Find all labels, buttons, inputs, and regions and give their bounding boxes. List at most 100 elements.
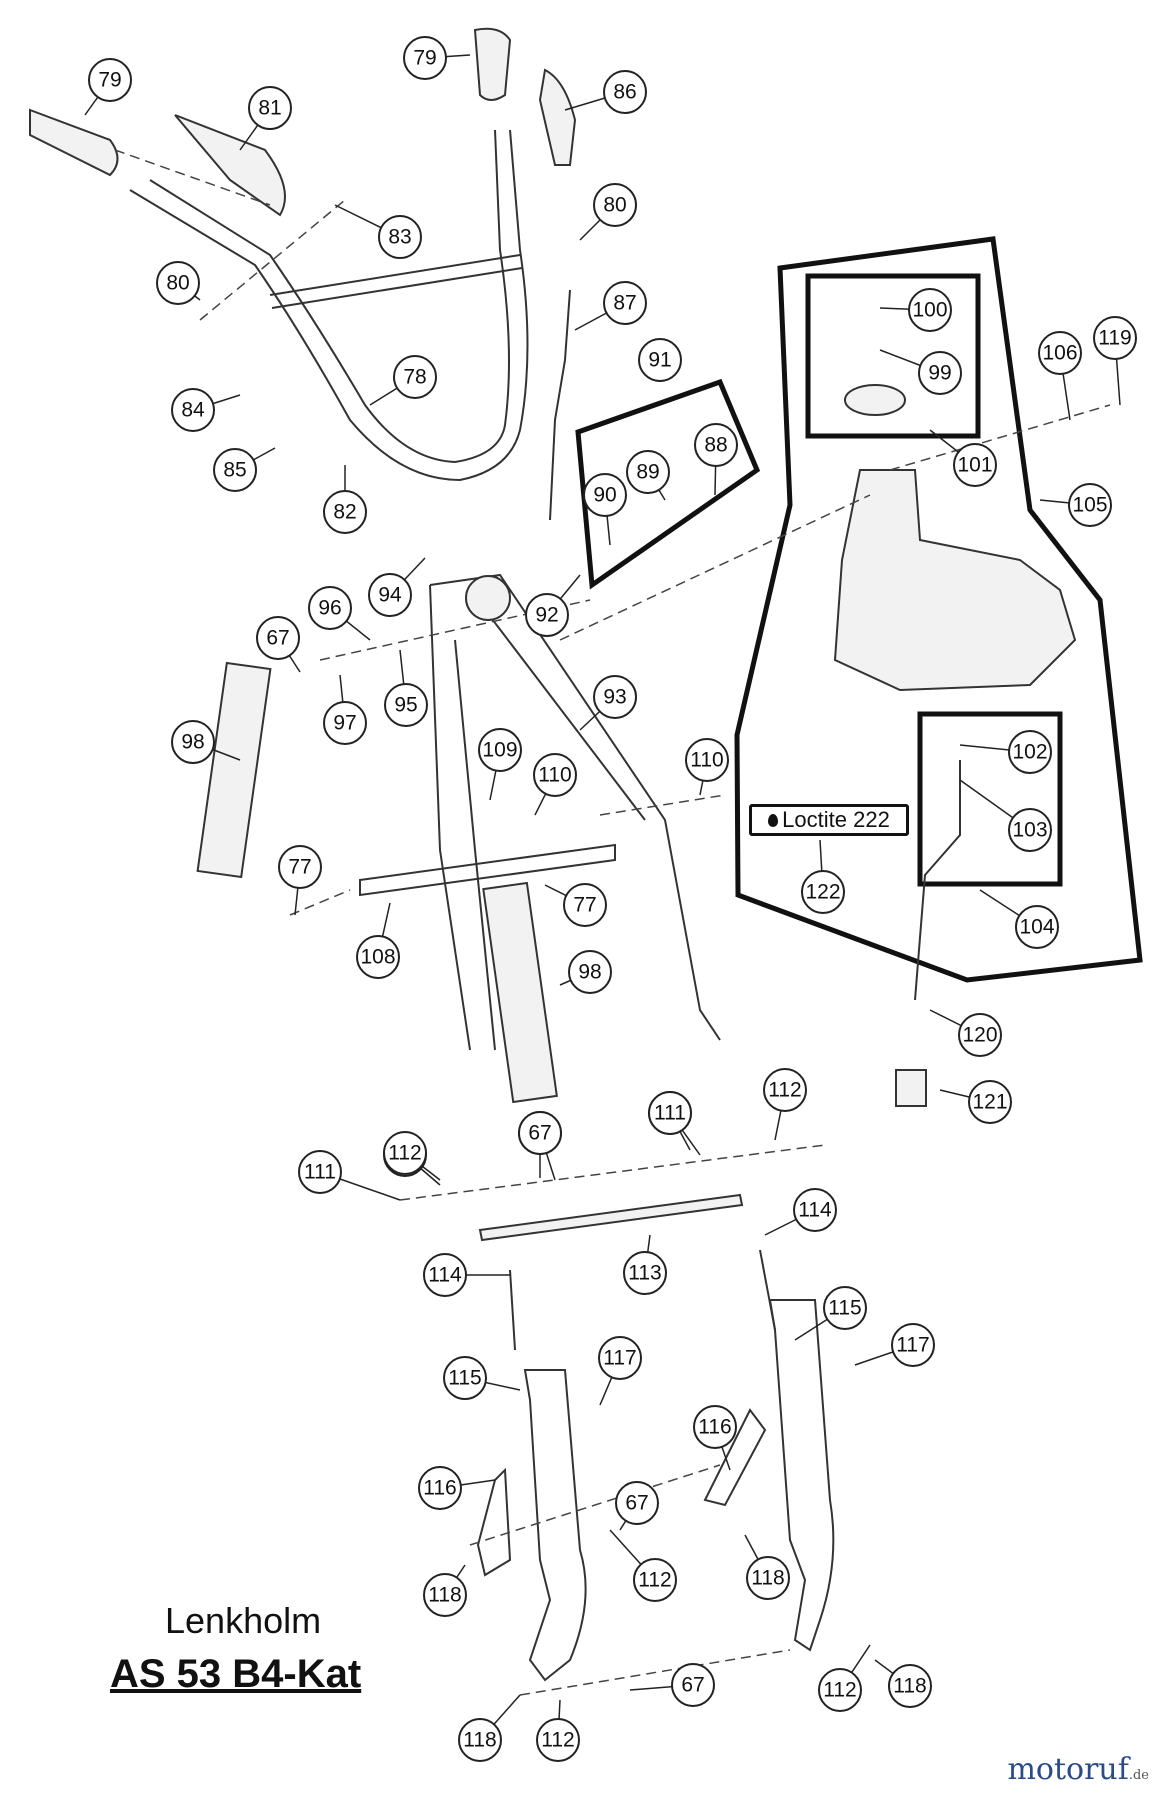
callout-number: 98	[181, 731, 204, 754]
callout-number: 105	[1072, 494, 1107, 517]
callout-112: 112	[383, 1131, 441, 1181]
callout-circle	[623, 1251, 667, 1295]
callout-94: 94	[368, 557, 426, 617]
callout-circle	[593, 675, 637, 719]
callout-104: 104	[979, 889, 1059, 949]
callout-111: 111	[298, 1150, 401, 1201]
callout-circle	[1008, 808, 1052, 852]
callout-number: 67	[528, 1122, 551, 1145]
assembly-line	[399, 1144, 826, 1201]
callout-circle	[671, 1663, 715, 1707]
callout-circle	[563, 883, 607, 927]
tank-cap	[844, 384, 906, 416]
callout-113: 113	[623, 1234, 667, 1295]
linkage-inset-box	[575, 378, 761, 590]
callout-number: 111	[304, 1161, 336, 1184]
callout-98: 98	[559, 950, 612, 994]
callout-88: 88	[694, 423, 738, 496]
callout-77: 77	[544, 883, 607, 927]
callout-92: 92	[525, 574, 581, 637]
callout-circle	[156, 261, 200, 305]
callout-number: 118	[751, 1567, 784, 1590]
right-lower-bracket	[768, 1299, 835, 1652]
callout-circle	[298, 1150, 342, 1194]
callout-circle	[1068, 483, 1112, 527]
ratchet-wheel	[465, 575, 511, 621]
callout-circle	[891, 1323, 935, 1367]
callout-81: 81	[239, 86, 292, 151]
callout-circle	[171, 720, 215, 764]
callout-79: 79	[84, 58, 132, 116]
callout-circle	[568, 950, 612, 994]
callout-83: 83	[334, 204, 422, 259]
callout-67: 67	[518, 1111, 562, 1178]
callout-number: 112	[541, 1729, 574, 1752]
callout-number: 88	[704, 434, 727, 457]
callout-circle	[256, 616, 300, 660]
loctite-text: Loctite 222	[782, 807, 890, 832]
callout-circle	[533, 753, 577, 797]
left-tension-spring	[509, 1269, 516, 1351]
callout-number: 84	[181, 399, 205, 422]
callout-number: 115	[448, 1367, 481, 1390]
callout-circle	[908, 288, 952, 332]
callout-circle	[403, 36, 447, 80]
callout-circle	[633, 1558, 677, 1602]
left-lever	[174, 114, 286, 217]
callout-103: 103	[959, 779, 1052, 852]
callout-number: 115	[828, 1297, 861, 1320]
callout-80: 80	[579, 183, 637, 241]
callout-circle	[536, 1718, 580, 1762]
callout-circle	[1015, 905, 1059, 949]
callout-112: 112	[763, 1068, 807, 1141]
callout-circle	[603, 70, 647, 114]
callout-90: 90	[583, 473, 627, 546]
callout-67: 67	[256, 616, 301, 673]
callout-circle	[378, 215, 422, 259]
callout-number: 97	[333, 712, 356, 735]
callout-84: 84	[171, 388, 241, 432]
callout-number: 106	[1042, 342, 1077, 365]
callout-number: 118	[463, 1729, 496, 1752]
callout-circle	[626, 450, 670, 494]
callout-number: 95	[394, 694, 417, 717]
assembly-line	[289, 889, 351, 916]
callout-number: 110	[538, 764, 571, 787]
fuel-valve-inset-box	[917, 711, 1063, 887]
callout-number: 111	[654, 1102, 686, 1125]
callout-117: 117	[854, 1323, 935, 1367]
callout-circle	[685, 738, 729, 782]
callout-112: 112	[818, 1644, 871, 1712]
assembly-line	[114, 149, 271, 206]
callout-79: 79	[403, 36, 471, 80]
callout-number: 92	[535, 604, 558, 627]
assembly-line	[599, 794, 726, 816]
callout-number: 109	[482, 739, 517, 762]
callout-circle	[583, 473, 627, 517]
callout-circle	[308, 586, 352, 630]
callout-circle	[958, 1013, 1002, 1057]
callout-91: 91	[638, 338, 682, 382]
fuel-filter	[895, 1069, 927, 1107]
callout-number: 104	[1019, 916, 1054, 939]
callout-circle	[356, 935, 400, 979]
callout-number: 112	[823, 1679, 856, 1702]
callout-circle	[968, 1080, 1012, 1124]
callout-circle	[171, 388, 215, 432]
callout-number: 79	[98, 69, 121, 92]
drop-icon	[768, 813, 779, 827]
fuel-line	[914, 760, 961, 1001]
callout-118: 118	[423, 1564, 467, 1617]
loctite-label: Loctite 222	[749, 804, 909, 836]
callout-110: 110	[533, 753, 577, 816]
callout-118: 118	[744, 1534, 790, 1600]
callout-circle	[888, 1664, 932, 1708]
callout-number: 93	[603, 686, 626, 709]
callout-circle	[525, 593, 569, 637]
callout-97: 97	[323, 674, 367, 745]
callout-number: 114	[798, 1199, 832, 1222]
callout-circle	[323, 490, 367, 534]
callout-118: 118	[874, 1659, 932, 1708]
right-lever	[538, 68, 577, 166]
callout-circle	[383, 1131, 427, 1175]
